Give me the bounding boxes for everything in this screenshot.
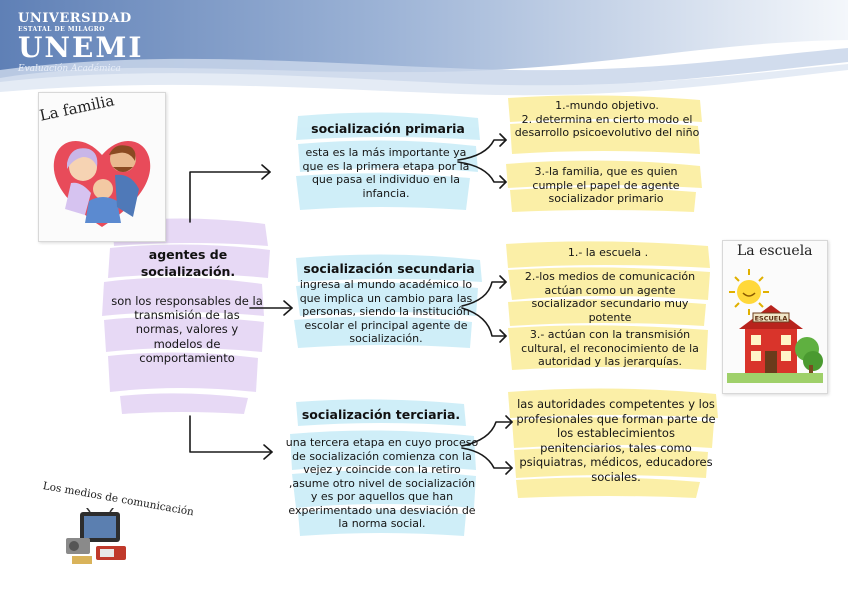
family-illustration [45, 123, 159, 235]
media-illustration [66, 508, 130, 566]
familia-image: La familia [38, 92, 166, 242]
central-body: son los responsables de la transmisión d… [110, 294, 264, 365]
escuela-image: La escuela ESCUELA [722, 240, 828, 394]
medios-image: Los medios de comunicación [42, 470, 202, 568]
secundaria-title: socialización secundaria [298, 261, 480, 276]
terciaria-body: una tercera etapa en cuyo proceso de soc… [284, 436, 480, 531]
familia-caption: La familia [38, 91, 116, 124]
central-title: agentes de socialización. [118, 246, 258, 280]
secundaria-note-1: 1.- la escuela . [512, 246, 704, 260]
secundaria-note-3: 3.- actúan con la transmisión cultural, … [512, 328, 708, 369]
primaria-note-2: 3.-la familia, que es quien cumple el pa… [514, 165, 698, 206]
escuela-sign: ESCUELA [755, 315, 788, 323]
connector-to-terciaria [190, 416, 272, 452]
secundaria-body: ingresa al mundo académico lo que implic… [296, 278, 476, 346]
secundaria-note-2: 2.-los medios de comunicación actúan com… [512, 270, 708, 324]
primaria-note-1: 1.-mundo objetivo. 2. determina en ciert… [514, 99, 700, 140]
terciaria-title: socialización terciaria. [298, 407, 464, 422]
escuela-caption: La escuela [737, 243, 813, 259]
terciaria-note-1: las autoridades competentes y los profes… [514, 397, 718, 485]
primaria-title: socialización primaria [300, 121, 476, 136]
school-illustration: ESCUELA [727, 265, 823, 389]
primaria-body: esta es la más importante ya que es la p… [300, 146, 472, 200]
connector-to-primaria [190, 172, 270, 222]
